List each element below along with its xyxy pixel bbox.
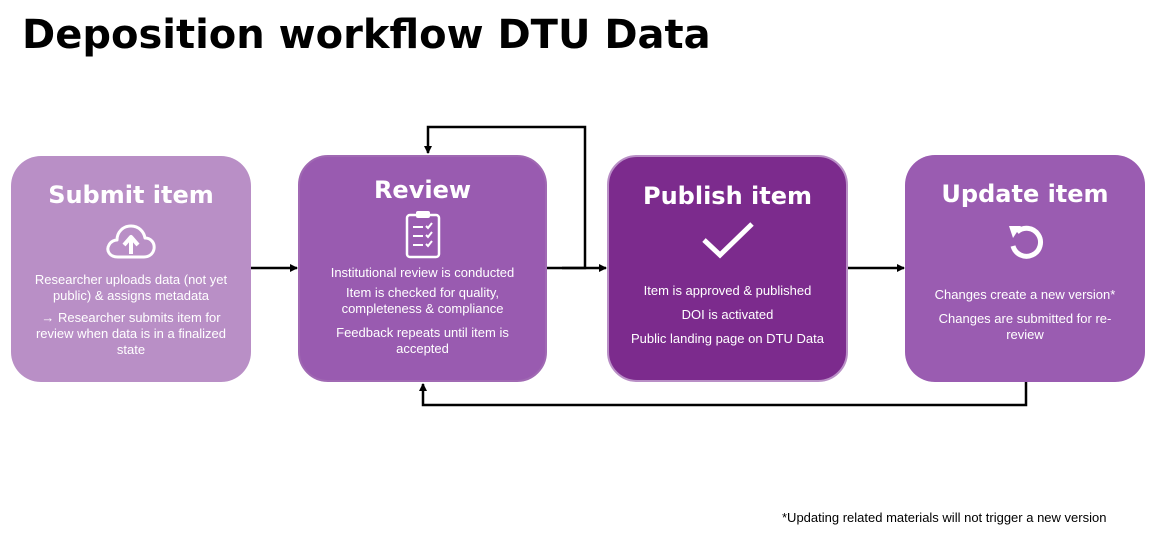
step-line: Item is approved & published [643,283,812,298]
step-submit-item: Submit item Researcher uploads data (not… [11,156,251,382]
refresh-icon [1003,217,1047,267]
step-line: Feedback repeats until item is accepted [336,325,509,356]
step-title: Publish item [642,182,813,210]
step-line: Researcher uploads data (not yet public)… [34,272,228,303]
step-publish-item: Publish item Item is approved & publishe… [607,155,848,382]
step-title: Submit item [48,181,214,209]
step-line: DOI is activated [681,307,774,322]
page-title: Deposition workflow DTU Data [22,12,711,58]
clipboard-checklist-icon [403,207,443,261]
checkmark-icon [700,215,756,265]
step-update-item: Update item Changes create a new version… [905,155,1145,382]
step-line: Changes are submitted for re-review [938,311,1112,342]
step-line: Item is checked for quality, completenes… [341,285,504,316]
step-review: Review Institutional review is conducted… [298,155,547,382]
arrow-review-loop [424,125,587,270]
step-line: Public landing page on DTU Data [631,331,824,346]
footnote: *Updating related materials will not tri… [782,510,1107,525]
arrow-update-to-review [419,382,1028,407]
step-line: Changes create a new version* [934,287,1116,302]
step-title: Update item [941,180,1109,208]
cloud-upload-icon [104,216,158,266]
step-line: → Researcher submits item for review whe… [35,310,227,357]
step-title: Review [373,176,472,204]
step-line: Institutional review is conducted [330,265,515,280]
